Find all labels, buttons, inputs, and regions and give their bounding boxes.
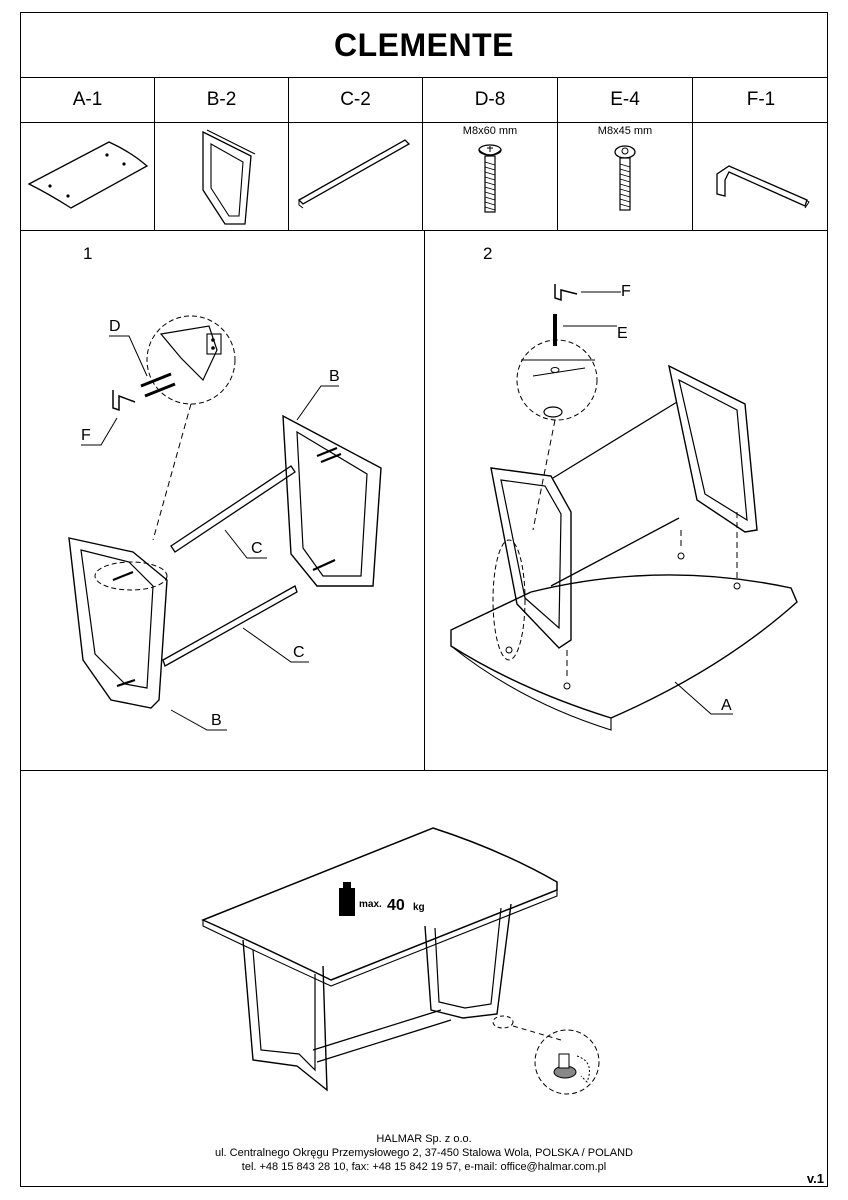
footer-company: HALMAR Sp. z o.o. (376, 1133, 472, 1145)
parts-header-row: A-1 B-2 C-2 D-8 E-4 F-1 (21, 77, 827, 123)
parts-drawing-row: M8x60 mm M8x45 mm (21, 122, 827, 231)
hex-key-icon (716, 165, 810, 209)
part-cell-e: M8x45 mm (558, 122, 693, 230)
version-label: v.1 (806, 1171, 824, 1186)
bolt-e-spec: M8x45 mm (597, 125, 653, 137)
part-cell-c (289, 122, 423, 230)
part-cell-f (693, 122, 829, 230)
part-cell-a (21, 122, 155, 230)
title-row: CLEMENTE (21, 13, 827, 78)
part-code-f: F-1 (746, 88, 776, 110)
step-1-drawing: D F B C C B (68, 315, 382, 731)
step-1-number: 1 (83, 244, 93, 263)
footer-address: ul. Centralnego Okręgu Przemysłowego 2, … (214, 1147, 633, 1159)
tabletop-icon (27, 141, 149, 209)
step-divider (424, 230, 425, 770)
leveling-foot-detail (534, 1029, 600, 1095)
step-2-number: 2 (483, 244, 493, 263)
label-a: A (721, 697, 732, 714)
assembly-steps: 1 (21, 230, 827, 771)
label-b-top: B (329, 368, 340, 385)
crossbar-icon (297, 139, 411, 209)
label-d: D (109, 318, 121, 335)
part-code-a: A-1 (21, 77, 155, 122)
weight-icon (339, 888, 355, 916)
label-f-step2: F (621, 283, 631, 300)
label-f: F (81, 427, 91, 444)
weight-value: 40 (387, 897, 405, 914)
part-code-d: D-8 (423, 77, 558, 122)
label-c-bottom: C (293, 644, 305, 661)
assembled-table-drawing: max. 40 kg (201, 827, 600, 1095)
part-code-e: E-4 (558, 77, 693, 122)
bolt-d-spec: M8x60 mm (462, 125, 518, 137)
part-code-b: B-2 (155, 77, 289, 122)
manufacturer-footer: HALMAR Sp. z o.o. ul. Centralnego Okręgu… (21, 1132, 827, 1174)
label-e: E (617, 325, 628, 342)
leg-frame-icon (202, 129, 256, 225)
label-c-top: C (251, 540, 263, 557)
bolt-short-icon (614, 145, 636, 211)
weight-unit: kg (413, 902, 425, 913)
label-b-bottom: B (211, 712, 222, 729)
part-cell-b (155, 122, 289, 230)
footer-contact: tel. +48 15 843 28 10, fax: +48 15 842 1… (241, 1161, 607, 1173)
instruction-sheet: CLEMENTE A-1 B-2 C-2 D-8 E-4 F-1 (20, 12, 828, 1187)
weight-prefix: max. (359, 899, 382, 910)
bolt-long-icon (478, 144, 502, 213)
final-view: max. 40 kg HALMAR Sp. z o.o. ul. Central… (21, 770, 827, 1188)
product-title: CLEMENTE (334, 26, 514, 63)
part-cell-d: M8x60 mm (423, 122, 558, 230)
part-code-c: C-2 (289, 77, 423, 122)
